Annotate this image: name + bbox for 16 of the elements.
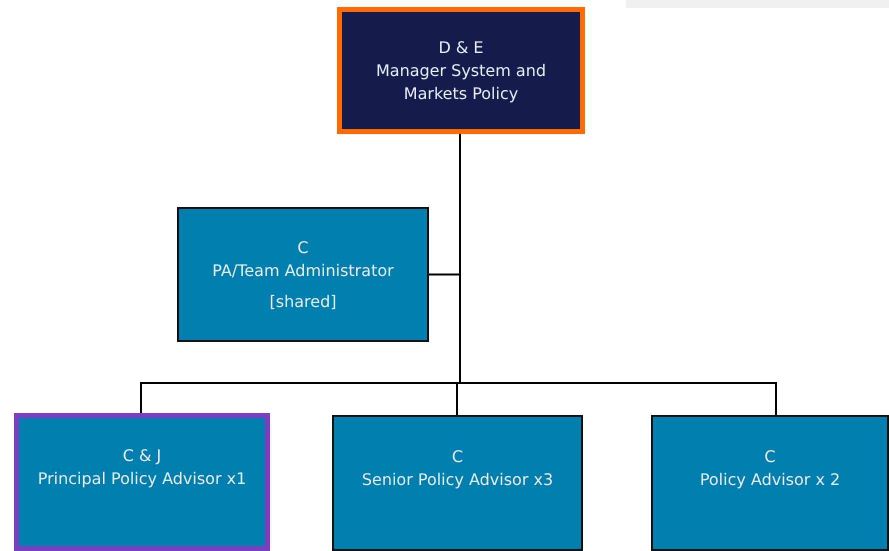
role-title: Principal Policy Advisor x1 [38,468,246,490]
grade-label: D & E [438,37,484,59]
role-box [332,415,583,551]
role-title: Policy Advisor x 2 [700,469,840,491]
role-box [14,413,270,551]
grade-label: C & J [122,445,162,467]
role-box [651,415,889,551]
role-title: Senior Policy Advisor x3 [362,469,554,491]
grade-label: C [764,446,776,468]
role-title: [shared] [270,291,336,313]
grade-label: C [452,446,464,468]
role-box [177,207,429,342]
role-title: Manager System and Markets Policy [374,60,548,105]
grade-label: C [297,237,309,259]
role-title: PA/Team Administrator [212,260,394,282]
manager-box [337,7,585,134]
